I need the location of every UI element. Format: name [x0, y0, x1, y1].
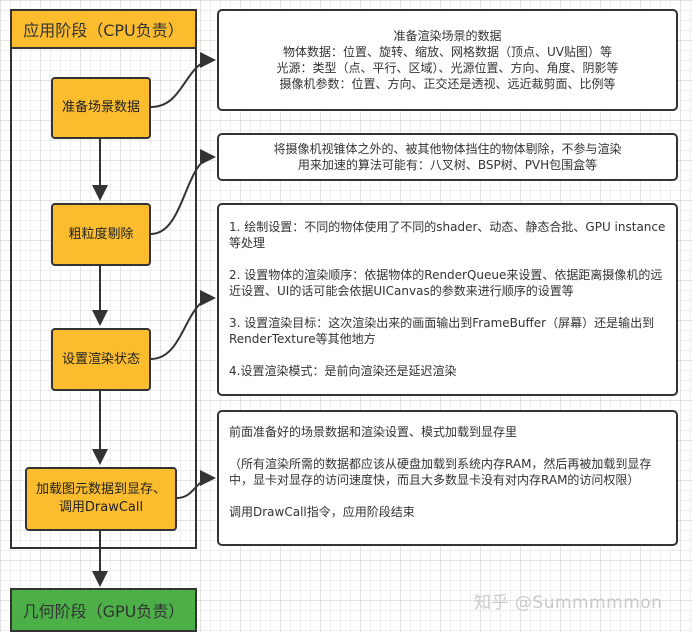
- note-paragraph: 2. 设置物体的渲染顺序：依据物体的RenderQueue来设置、依据距离摄像机…: [229, 268, 663, 298]
- watermark: 知乎 @Summmmmon: [474, 593, 663, 613]
- note-paragraph: 1. 绘制设置：不同的物体使用了不同的shader、动态、静态合批、GPU in…: [229, 220, 666, 250]
- note-paragraph: 4.设置渲染模式：是前向渲染还是延迟渲染: [229, 364, 457, 378]
- application-stage-title: 应用阶段（CPU负责）: [10, 9, 197, 49]
- step-coarse-culling[interactable]: 粗粒度剔除: [51, 203, 151, 266]
- note-line: 准备渲染场景的数据: [393, 29, 502, 43]
- step-set-render-state[interactable]: 设置渲染状态: [51, 328, 151, 391]
- note-paragraph: 调用DrawCall指令，应用阶段结束: [229, 505, 415, 519]
- note-line: 摄像机参数：位置、方向、正交还是透视、远近裁剪面、比例等: [279, 77, 616, 91]
- link-render-state-note: [150, 290, 216, 360]
- note-paragraph: 前面准备好的场景数据和渲染设置、模式加载到显存里: [229, 425, 518, 439]
- note-line: 光源：类型（点、平行、区域）、光源位置、方向、角度、阴影等: [276, 61, 619, 75]
- step-prepare-scene-data[interactable]: 准备场景数据: [51, 77, 151, 139]
- note-render-state: 1. 绘制设置：不同的物体使用了不同的shader、动态、静态合批、GPU in…: [217, 203, 678, 396]
- note-paragraph: 3. 设置渲染目标：这次渲染出来的画面输出到FrameBuffer（屏幕）还是输…: [229, 316, 655, 346]
- note-line: 用来加速的算法可能有：八叉树、BSP树、PVH包围盒等: [297, 158, 598, 172]
- geometry-stage-box[interactable]: 几何阶段（GPU负责）: [10, 588, 197, 632]
- note-prepare-scene-data: 准备渲染场景的数据 物体数据：位置、旋转、缩放、网格数据（顶点、UV贴图）等 光…: [217, 9, 678, 111]
- link-culling-note: [150, 149, 216, 235]
- step-load-and-drawcall[interactable]: 加载图元数据到显存、调用DrawCall: [25, 467, 177, 531]
- note-load-drawcall: 前面准备好的场景数据和渲染设置、模式加载到显存里 （所有渲染所需的数据都应该从硬…: [217, 410, 678, 546]
- note-line: 物体数据：位置、旋转、缩放、网格数据（顶点、UV贴图）等: [283, 45, 612, 59]
- note-coarse-culling: 将摄像机视锥体之外的、被其他物体挡住的物体剔除，不参与渲染 用来加速的算法可能有…: [217, 133, 678, 181]
- link-prepare-note: [150, 52, 216, 108]
- note-line: 将摄像机视锥体之外的、被其他物体挡住的物体剔除，不参与渲染: [273, 142, 622, 156]
- note-paragraph: （所有渲染所需的数据都应该从硬盘加载到系统内存RAM，然后再被加载到显存中，显卡…: [229, 457, 652, 487]
